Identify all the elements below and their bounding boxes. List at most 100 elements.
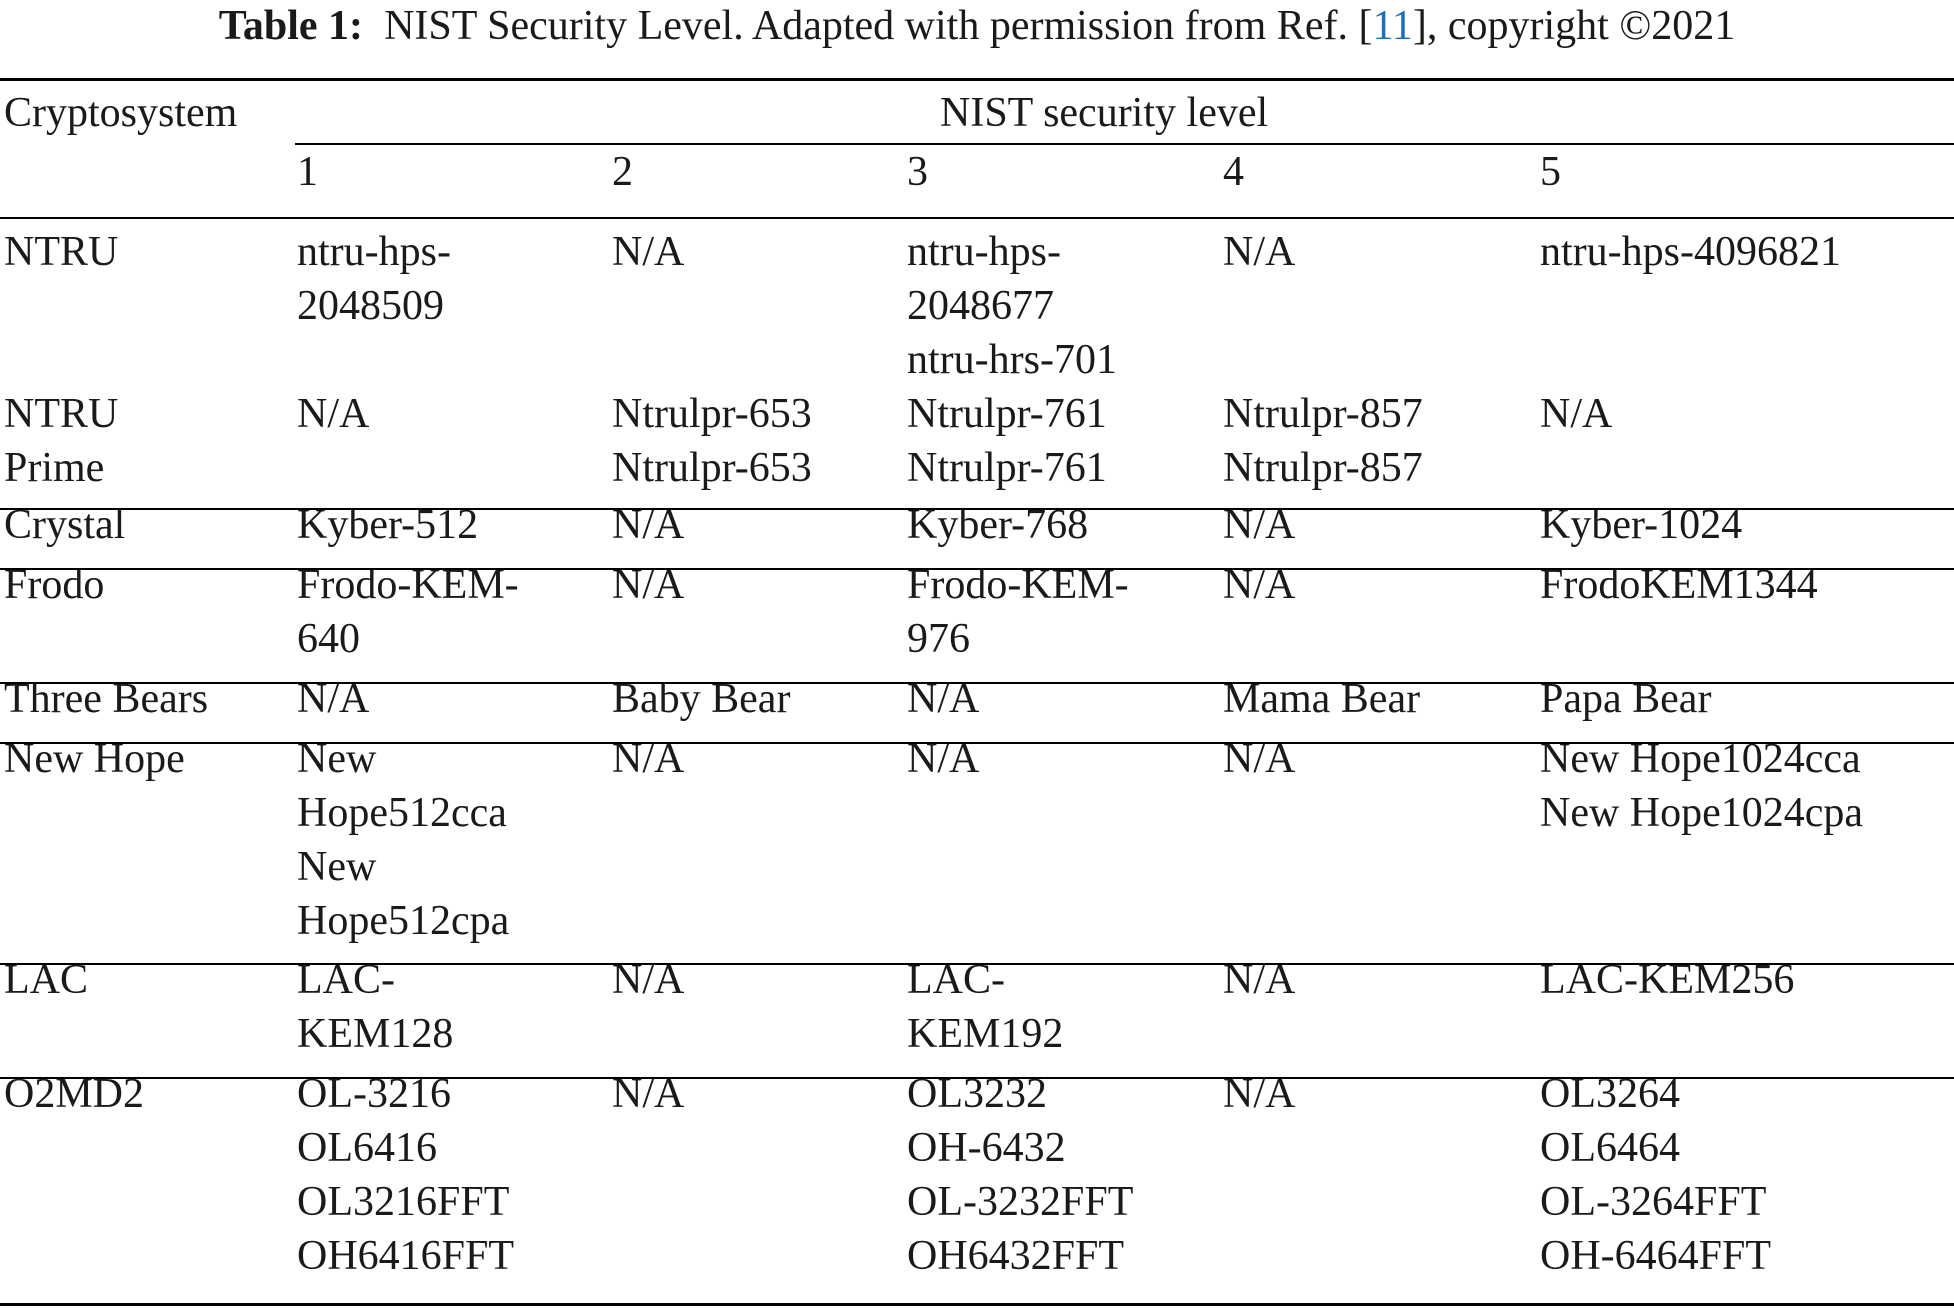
cell-line: OH6432FFT [907, 1233, 1125, 1279]
level-header: 5 [1540, 149, 1561, 195]
table-cell: FrodoKEM1344 [1540, 558, 1818, 612]
cell-line: N/A [612, 229, 685, 275]
cell-line: OL6464 [1540, 1125, 1680, 1171]
cell-line: OL3216FFT [297, 1179, 510, 1225]
cell-line: ntru-hps- [907, 229, 1061, 275]
cell-line: OH-6464FFT [1540, 1233, 1772, 1279]
table-cell: LAC-KEM128 [297, 953, 453, 1061]
table-cell: N/A [612, 558, 684, 612]
cell-line: Mama Bear [1223, 676, 1421, 722]
table-cell: N/A [1223, 558, 1295, 612]
level-header: 4 [1223, 149, 1244, 195]
cell-line: Frodo-KEM- [907, 562, 1129, 608]
cell-line: 2048677 [907, 283, 1054, 329]
table-cell: N/A [1223, 732, 1295, 786]
cell-line: N/A [1223, 736, 1296, 782]
cell-line: N/A [612, 502, 685, 548]
table-cell: Kyber-1024 [1540, 498, 1742, 552]
cell-line: OL-3216 [297, 1071, 451, 1117]
row-header-cell: Three Bears [4, 672, 208, 726]
cell-line: New [297, 736, 377, 782]
cell-line: N/A [1223, 957, 1296, 1003]
table-cell: N/A [612, 1067, 684, 1121]
cell-line: Ntrulpr-761 [907, 445, 1107, 491]
table-cell: Kyber-768 [907, 498, 1088, 552]
cell-line: ntru-hps- [297, 229, 451, 275]
cell-line: N/A [612, 1071, 685, 1117]
row-header-cell: NTRU Prime [4, 387, 118, 495]
row-rule [0, 568, 1954, 570]
row-rule [0, 682, 1954, 684]
cell-line: N/A [612, 562, 685, 608]
cell-line: Frodo-KEM- [297, 562, 519, 608]
group-header-rule [295, 143, 1954, 145]
cell-line: Ntrulpr-761 [907, 391, 1107, 437]
cell-line: Ntrulpr-857 [1223, 391, 1423, 437]
reference-link[interactable]: 11 [1372, 3, 1413, 49]
table-cell: LAC-KEM192 [907, 953, 1063, 1061]
row-rule [0, 508, 1954, 510]
top-rule [0, 78, 1954, 81]
cell-line: FrodoKEM1344 [1540, 562, 1818, 608]
cell-line: LAC- [297, 957, 395, 1003]
cell-line: Hope512cca [297, 790, 507, 836]
table-cell: N/A [1223, 953, 1295, 1007]
cell-line: N/A [612, 736, 685, 782]
table-cell: Frodo-KEM-640 [297, 558, 519, 666]
caption-text: NIST Security Level. Adapted with permis… [384, 3, 1373, 49]
cell-line: Hope512cpa [297, 898, 510, 944]
cell-line: N/A [297, 391, 370, 437]
table-cell: N/A [612, 953, 684, 1007]
cell-line: 2048509 [297, 283, 444, 329]
row-header-cell: Crystal [4, 498, 125, 552]
cell-line: NTRU [4, 391, 119, 437]
cell-line: N/A [907, 736, 980, 782]
level-header: 2 [612, 149, 633, 195]
row-rule [0, 963, 1954, 965]
table-cell: Baby Bear [612, 672, 790, 726]
cell-line: Ntrulpr-653 [612, 391, 812, 437]
table-cell: ntru-hps- 2048509 [297, 225, 451, 333]
level-header: 1 [297, 149, 318, 195]
table-cell: N/A [1223, 1067, 1295, 1121]
cell-line: 976 [907, 616, 970, 662]
cell-line: OL3264 [1540, 1071, 1680, 1117]
cell-line: Ntrulpr-857 [1223, 445, 1423, 491]
cell-line: N/A [1223, 229, 1296, 275]
bottom-rule [0, 1303, 1954, 1306]
table-cell: Kyber-512 [297, 498, 478, 552]
cell-line: LAC [4, 957, 88, 1003]
table-cell: N/A [1223, 225, 1295, 279]
row-rule [0, 1077, 1954, 1079]
table-cell: Mama Bear [1223, 672, 1420, 726]
cell-line: Crystal [4, 502, 126, 548]
cell-line: Frodo [4, 562, 105, 608]
cell-line: New Hope1024cca [1540, 736, 1861, 782]
table-caption: Table 1: NIST Security Level. Adapted wi… [0, 0, 1954, 52]
table-cell: N/A [1223, 498, 1295, 552]
row-header-cell: NTRU [4, 225, 118, 279]
caption-text-end: ], copyright ©2021 [1412, 3, 1736, 49]
cell-line: Ntrulpr-653 [612, 445, 812, 491]
cell-line: LAC- [907, 957, 1005, 1003]
cell-line: ntru-hps-4096821 [1540, 229, 1841, 275]
cell-line: N/A [1540, 391, 1613, 437]
cell-line: N/A [907, 676, 980, 722]
cell-line: OL-3264FFT [1540, 1179, 1767, 1225]
row-rule [0, 742, 1954, 744]
table-cell: N/A [907, 672, 979, 726]
table-cell: LAC-KEM256 [1540, 953, 1794, 1007]
cell-line: Baby Bear [612, 676, 791, 722]
cell-line: OL3232 [907, 1071, 1047, 1117]
table-cell: N/A [907, 732, 979, 786]
cell-line: Prime [4, 445, 105, 491]
cell-line: New Hope1024cpa [1540, 790, 1864, 836]
row-header-cell: LAC [4, 953, 88, 1007]
table-cell: N/A [612, 732, 684, 786]
cell-line: ntru-hrs-701 [907, 337, 1117, 383]
